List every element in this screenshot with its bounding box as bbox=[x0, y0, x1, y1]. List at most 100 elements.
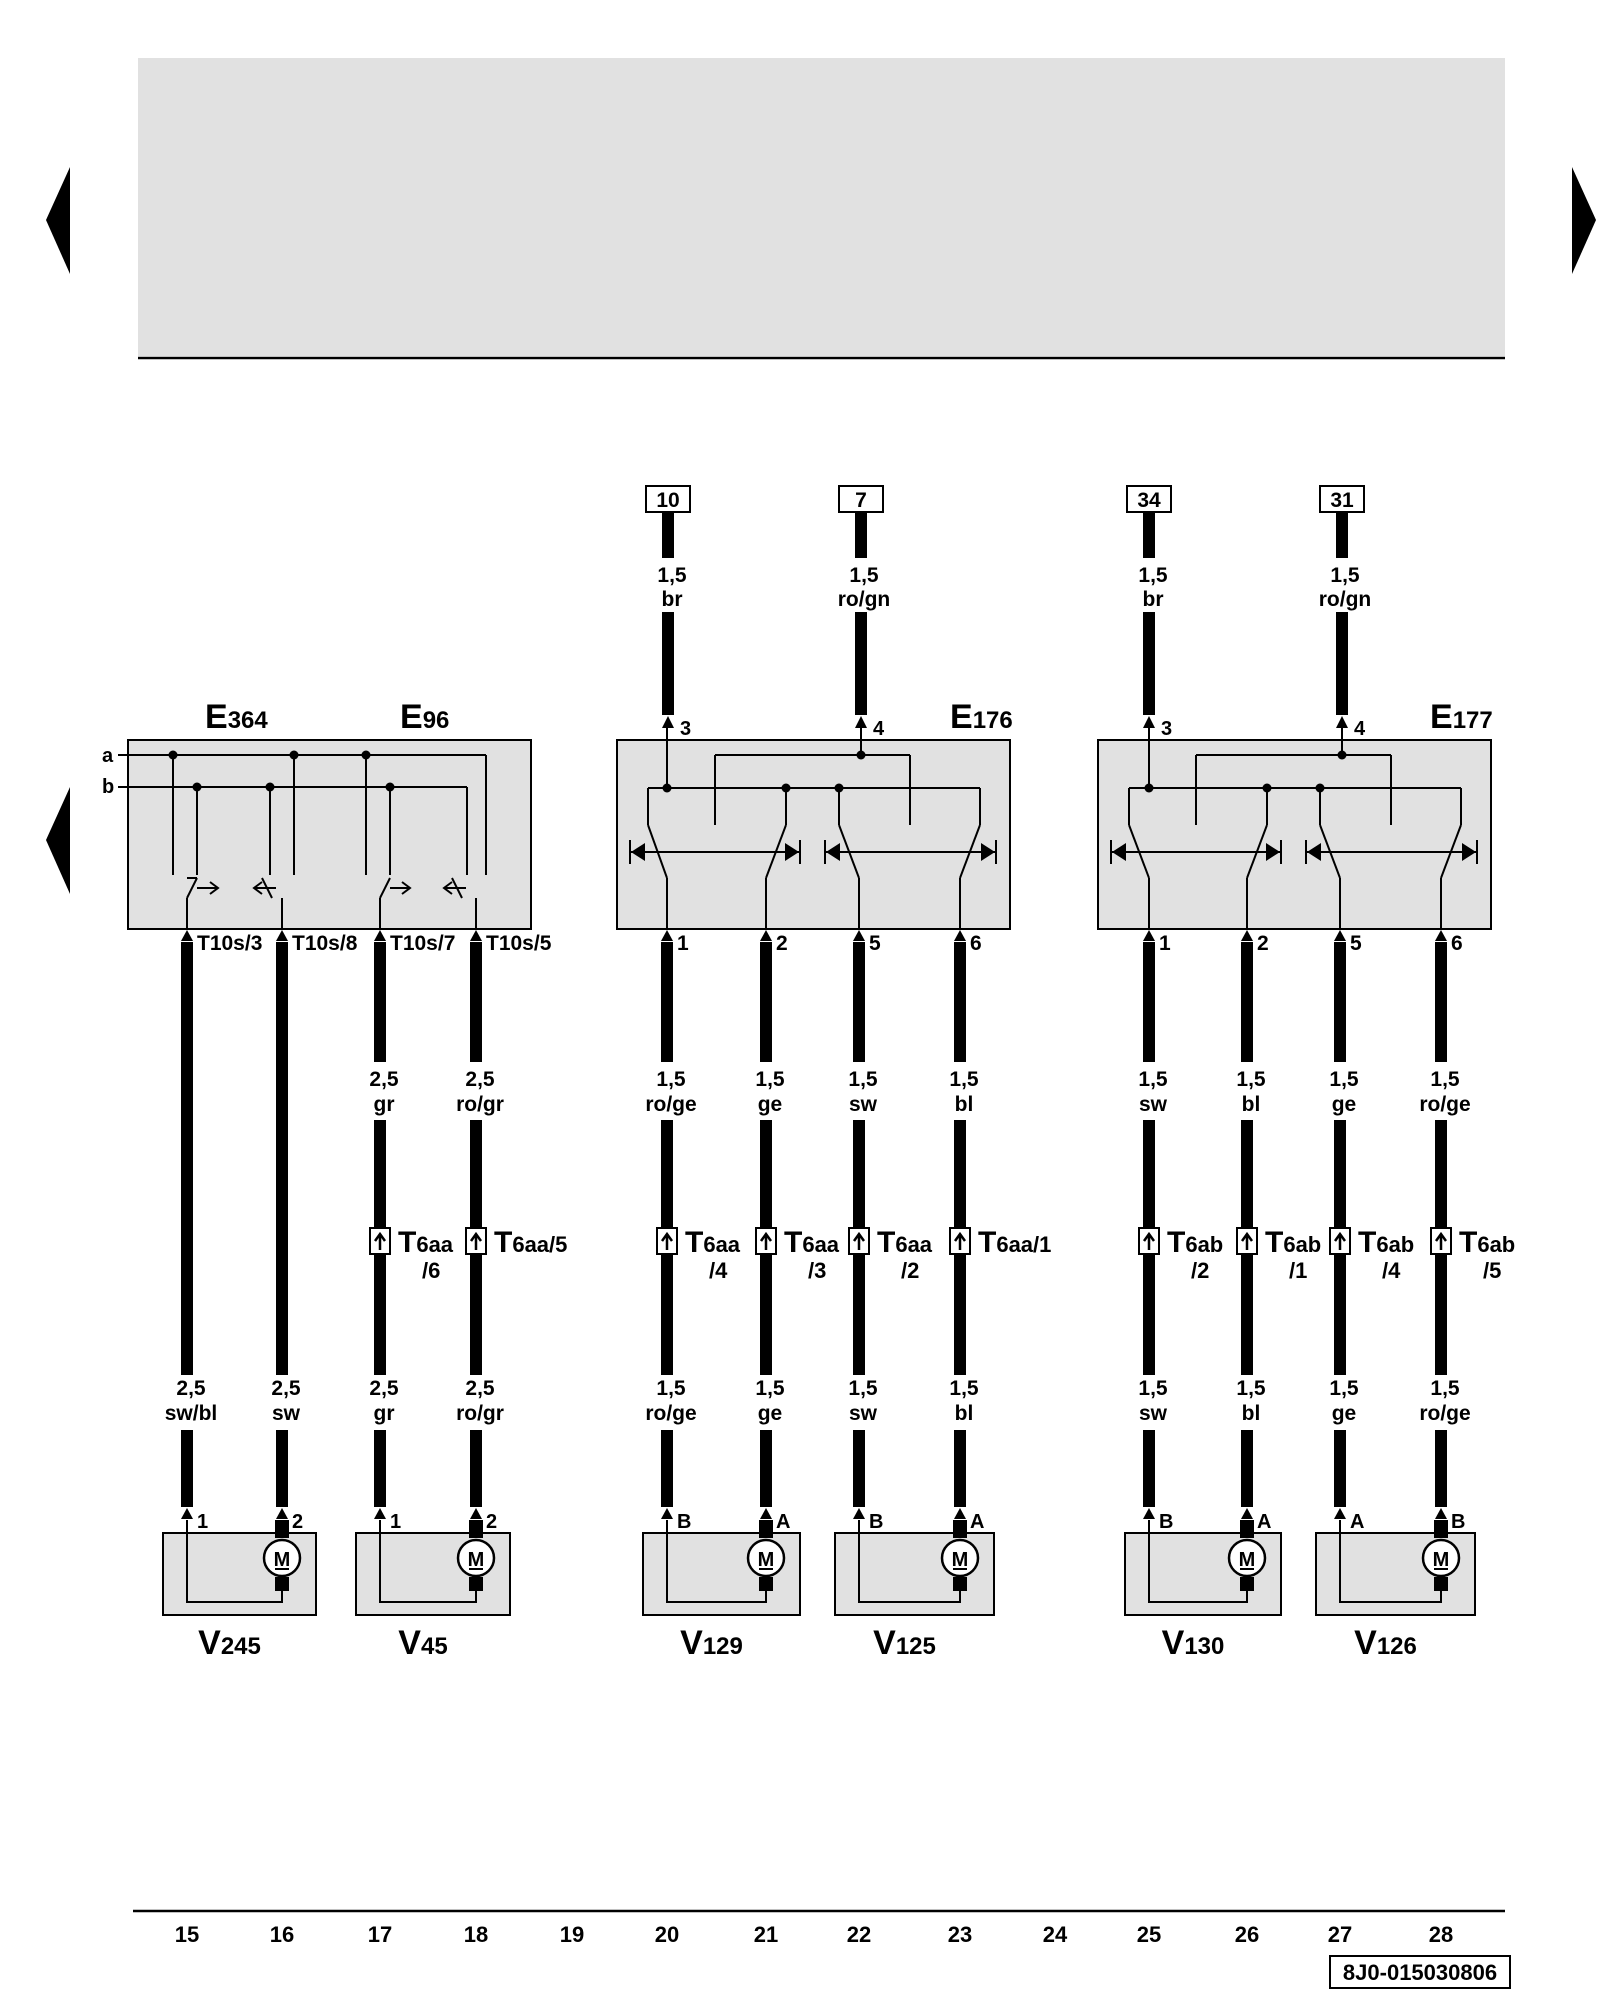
pin-label: 4 bbox=[873, 718, 885, 740]
pin-label: 3 bbox=[680, 718, 691, 740]
pin-arrow bbox=[276, 1508, 288, 1519]
connector-sub-label: /5 bbox=[1483, 1258, 1501, 1283]
pin-arrow bbox=[374, 930, 386, 941]
wire-segment bbox=[1334, 942, 1346, 1062]
switch-pin-label: T10s/8 bbox=[292, 932, 358, 955]
motor-pin-label: A bbox=[1257, 1511, 1271, 1533]
prev-page-arrow-top[interactable]: previous-page bbox=[46, 167, 70, 274]
wire-size: 1,5 bbox=[1138, 1377, 1168, 1400]
motor-label: V245 bbox=[198, 1624, 261, 1662]
ref-box bbox=[645, 485, 691, 513]
switch-pin-label: 1 bbox=[1159, 932, 1171, 955]
wire-segment bbox=[1143, 942, 1155, 1062]
wire-color: gr bbox=[374, 1093, 395, 1116]
switch-pin-label: T10s/7 bbox=[390, 932, 455, 955]
switch-box-e364-e96 bbox=[127, 739, 532, 930]
wire-color: ge bbox=[758, 1402, 783, 1425]
switch-box-e177 bbox=[1097, 739, 1492, 930]
switch-pin-label: 5 bbox=[869, 932, 881, 955]
wire-size: 2,5 bbox=[465, 1377, 495, 1400]
doc-id: 8J0-015030806 bbox=[1343, 1960, 1497, 1985]
column-number: 18 bbox=[464, 1922, 488, 1947]
wire-segment bbox=[954, 942, 966, 1062]
motor-v245: M V245 bbox=[162, 1520, 317, 1662]
motor-symbol: M bbox=[1433, 1549, 1450, 1571]
connector-sub-label: /2 bbox=[901, 1258, 919, 1283]
switch-pin-label: 2 bbox=[1257, 932, 1269, 955]
pin-arrow bbox=[1334, 930, 1346, 941]
wire-segment bbox=[374, 942, 386, 1062]
connector-symbol bbox=[949, 1227, 971, 1255]
wire-segment bbox=[1241, 942, 1253, 1062]
motor-pin-label: B bbox=[1159, 1511, 1173, 1533]
wire-color: bl bbox=[955, 1093, 974, 1116]
pin-arrow bbox=[1241, 930, 1253, 941]
column-number: 19 bbox=[560, 1922, 584, 1947]
pin-arrow bbox=[760, 1508, 772, 1519]
pin-arrow bbox=[1334, 1508, 1346, 1519]
wire-columns: T10s/32,5sw/bl1T10s/82,5sw2T10s/72,5grT6… bbox=[165, 930, 1515, 1533]
pin-label: 4 bbox=[1354, 718, 1366, 740]
component-label-e96: E96 bbox=[400, 698, 449, 736]
column-number: 20 bbox=[655, 1922, 679, 1947]
wire-segment bbox=[1143, 1255, 1155, 1375]
pin-arrow bbox=[661, 930, 673, 941]
pin-arrow bbox=[954, 930, 966, 941]
wire-segment bbox=[181, 942, 193, 1375]
wire-color: ro/ge bbox=[645, 1093, 696, 1116]
wire-segment bbox=[760, 942, 772, 1062]
wire-column-15: T10s/32,5sw/bl1 bbox=[165, 930, 262, 1533]
wire-color: bl bbox=[955, 1402, 974, 1425]
motor-pin-label: A bbox=[1350, 1511, 1364, 1533]
wire-segment bbox=[470, 1255, 482, 1375]
pin-arrow bbox=[954, 1508, 966, 1519]
motor-icon bbox=[746, 1538, 786, 1578]
next-page-arrow-top[interactable]: next-page bbox=[1572, 167, 1596, 274]
wire-segment bbox=[470, 1120, 482, 1230]
prev-page-arrow-mid[interactable]: previous-page bbox=[46, 787, 70, 894]
motor-v126: M V126 bbox=[1315, 1520, 1476, 1662]
wire-color: ro/ge bbox=[645, 1402, 696, 1425]
wire-size: 2,5 bbox=[176, 1377, 206, 1400]
column-number: 16 bbox=[270, 1922, 294, 1947]
column-number: 26 bbox=[1235, 1922, 1259, 1947]
wire-color: ro/gn bbox=[838, 588, 891, 611]
ref-number: 34 bbox=[1137, 489, 1161, 512]
wire-color: sw bbox=[849, 1402, 878, 1425]
motor-symbol: M bbox=[468, 1549, 485, 1571]
wire-size: 1,5 bbox=[755, 1377, 785, 1400]
wire-segment bbox=[954, 1120, 966, 1230]
motor-symbol: M bbox=[758, 1549, 775, 1571]
motor-icon bbox=[940, 1538, 980, 1578]
wire-color: sw bbox=[272, 1402, 301, 1425]
connector-label: T6ab bbox=[1358, 1226, 1414, 1259]
motor-label: V126 bbox=[1354, 1624, 1417, 1662]
arrow-right-icon bbox=[1572, 167, 1596, 274]
wire-segment bbox=[661, 1430, 673, 1507]
wire-segment bbox=[374, 1430, 386, 1507]
top-wire-col-25: 34 1,5 br 3 bbox=[1126, 485, 1172, 740]
wire-size: 1,5 bbox=[1430, 1377, 1460, 1400]
wire-segment bbox=[276, 942, 288, 1375]
wire-size: 1,5 bbox=[848, 1377, 878, 1400]
connector-symbol bbox=[755, 1227, 777, 1255]
connector-label: T6aa/1 bbox=[978, 1226, 1051, 1259]
ref-number: 10 bbox=[656, 489, 679, 512]
bus-label-a: a bbox=[102, 745, 114, 767]
wire-segment bbox=[1435, 1430, 1447, 1507]
pin-arrow bbox=[374, 1508, 386, 1519]
motor-label: V130 bbox=[1162, 1624, 1225, 1662]
wire-size: 1,5 bbox=[949, 1377, 979, 1400]
motor-symbol: M bbox=[274, 1549, 291, 1571]
wire-segment bbox=[760, 1430, 772, 1507]
arrow-left-icon bbox=[46, 787, 70, 894]
connector-symbol bbox=[656, 1227, 678, 1255]
wire-color: ro/gr bbox=[456, 1093, 504, 1116]
top-wire-col-20: 10 1,5 br 3 bbox=[645, 485, 691, 740]
